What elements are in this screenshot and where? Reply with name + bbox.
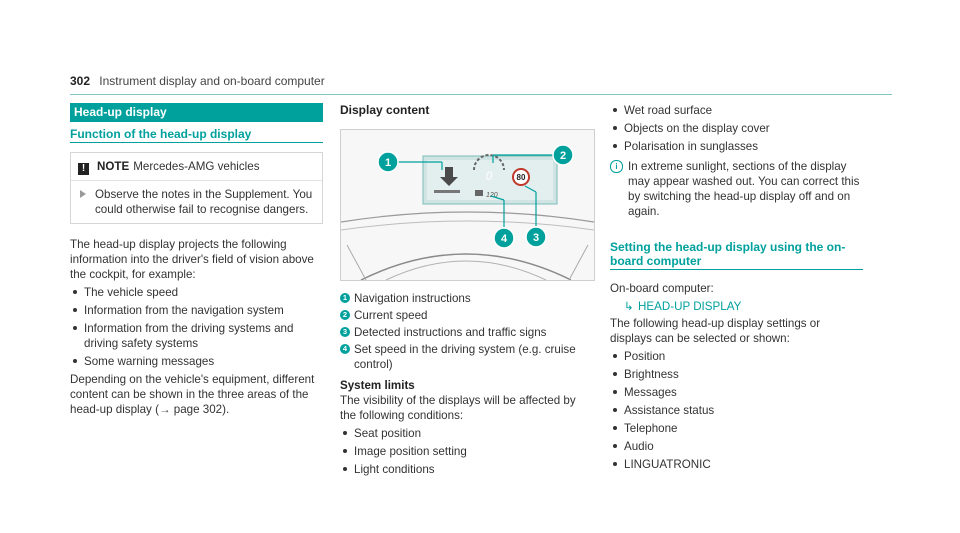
callout-2: 2	[552, 144, 574, 166]
list-item: Information from the navigation system	[70, 303, 323, 318]
set-speed-label: 120	[486, 192, 498, 199]
list-item: Telephone	[610, 421, 863, 436]
speed-limit-sign-label: 80	[517, 173, 526, 182]
legend-row: 2 Current speed	[340, 308, 593, 323]
callout-3: 3	[525, 226, 547, 248]
callout-4: 4	[493, 227, 515, 249]
list-item: Wet road surface	[610, 103, 863, 118]
list-item: Image position setting	[340, 444, 593, 459]
list-item: Position	[610, 349, 863, 364]
note-body: Observe the notes in the Supplement. You…	[71, 181, 322, 223]
list-item: Messages	[610, 385, 863, 400]
menu-arrow-icon: ↳	[624, 300, 634, 313]
legend-row: 3 Detected instructions and traffic signs	[340, 325, 593, 340]
legend-number: 3	[340, 327, 350, 337]
list-item: Information from the driving systems and…	[70, 321, 323, 351]
settings-description: The following head-up display settings o…	[610, 317, 821, 345]
section-subheading: Setting the head-up display using the on…	[610, 240, 863, 270]
legend-text: Navigation instructions	[354, 292, 471, 305]
chapter-title: Instrument display and on-board computer	[99, 74, 325, 88]
list-item: LINGUATRONIC	[610, 457, 863, 472]
triangle-right-icon	[80, 190, 86, 198]
note-text: Observe the notes in the Supplement. You…	[95, 188, 313, 216]
info-note: i In extreme sunlight, sections of the d…	[610, 159, 863, 219]
list-item: Brightness	[610, 367, 863, 382]
onboard-computer-label: On-board computer:	[610, 282, 714, 295]
hud-illustration: 0 80 120 1 2 3	[340, 129, 595, 281]
page-header: 302 Instrument display and on-board comp…	[70, 74, 892, 95]
legend-text: Detected instructions and traffic signs	[354, 326, 547, 339]
callout-1: 1	[377, 151, 399, 173]
legend-text: Current speed	[354, 309, 428, 322]
svg-text:3: 3	[533, 232, 539, 244]
note-label: NOTE	[97, 160, 130, 173]
section-banner: Head-up display	[70, 103, 323, 122]
legend-number: 2	[340, 310, 350, 320]
hud-svg: 0 80 120 1 2 3	[341, 130, 594, 280]
list-item: Assistance status	[610, 403, 863, 418]
note-title: Mercedes-AMG vehicles	[133, 160, 260, 173]
info-icon: i	[610, 160, 623, 173]
system-limits-list: Seat position Image position setting Lig…	[340, 426, 593, 477]
list-item: Polarisation in sunglasses	[610, 139, 863, 154]
list-item: Audio	[610, 439, 863, 454]
list-item: The vehicle speed	[70, 285, 323, 300]
legend-number: 1	[340, 293, 350, 303]
feature-list: The vehicle speed Information from the n…	[70, 285, 323, 369]
legend-row: 4 Set speed in the driving system (e.g. c…	[340, 342, 593, 372]
menu-path-text: HEAD-UP DISPLAY	[638, 300, 742, 313]
column-3: Wet road surface Objects on the display …	[610, 103, 863, 475]
list-item: Some warning messages	[70, 354, 323, 369]
legend-row: 1 Navigation instructions	[340, 291, 593, 306]
column-2: Display content 0 80 120	[340, 103, 595, 480]
column-1: Head-up display Function of the head-up …	[70, 103, 323, 417]
list-item: Light conditions	[340, 462, 593, 477]
intro-paragraph: The head-up display projects the followi…	[70, 238, 314, 281]
section-subheading: Function of the head-up display	[70, 127, 323, 143]
display-content-title: Display content	[340, 103, 430, 117]
outro-paragraph: Depending on the vehicle's equipment, di…	[70, 373, 315, 416]
menu-path: ↳ HEAD-UP DISPLAY	[610, 299, 863, 314]
conditions-list: Wet road surface Objects on the display …	[610, 103, 863, 154]
legend-text: Set speed in the driving system (e.g. cr…	[354, 343, 576, 371]
list-item: Seat position	[340, 426, 593, 441]
settings-list: Position Brightness Messages Assistance …	[610, 349, 863, 472]
svg-text:0: 0	[486, 169, 493, 183]
system-limits-intro: The visibility of the displays will be a…	[340, 394, 576, 422]
system-limits-title: System limits	[340, 379, 415, 392]
info-text: In extreme sunlight, sections of the dis…	[628, 160, 860, 218]
legend-number: 4	[340, 344, 350, 354]
list-item: Objects on the display cover	[610, 121, 863, 136]
svg-text:1: 1	[385, 157, 391, 169]
svg-text:4: 4	[501, 233, 508, 245]
svg-text:2: 2	[560, 150, 566, 162]
page-number: 302	[70, 74, 91, 88]
exclamation-icon: !	[78, 163, 89, 175]
